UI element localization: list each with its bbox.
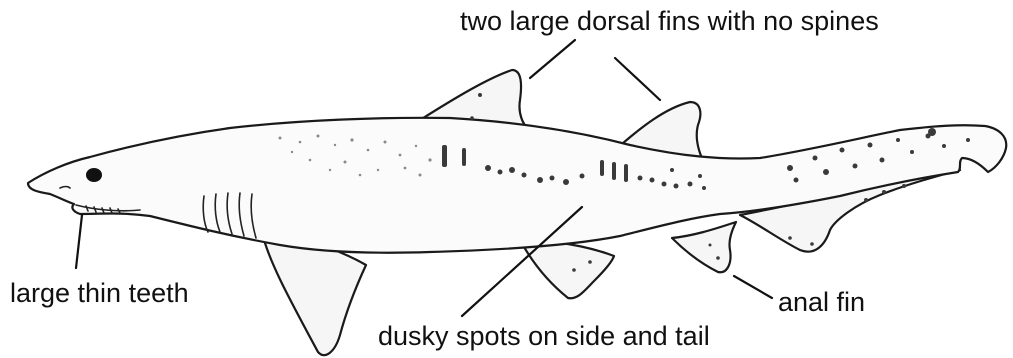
leader-dorsal-first xyxy=(530,40,575,78)
leader-dorsal-second xyxy=(615,58,660,100)
leader-anal xyxy=(734,276,772,298)
label-dorsal-fins: two large dorsal fins with no spines xyxy=(460,6,879,36)
leader-teeth xyxy=(76,215,82,268)
eye xyxy=(86,168,102,182)
pelvic-fin xyxy=(520,240,614,298)
anal-fin xyxy=(672,222,736,272)
label-dusky-spots: dusky spots on side and tail xyxy=(378,321,710,351)
label-teeth: large thin teeth xyxy=(10,278,189,308)
shark-body-outline xyxy=(28,118,1006,253)
label-anal-fin: anal fin xyxy=(778,287,865,317)
